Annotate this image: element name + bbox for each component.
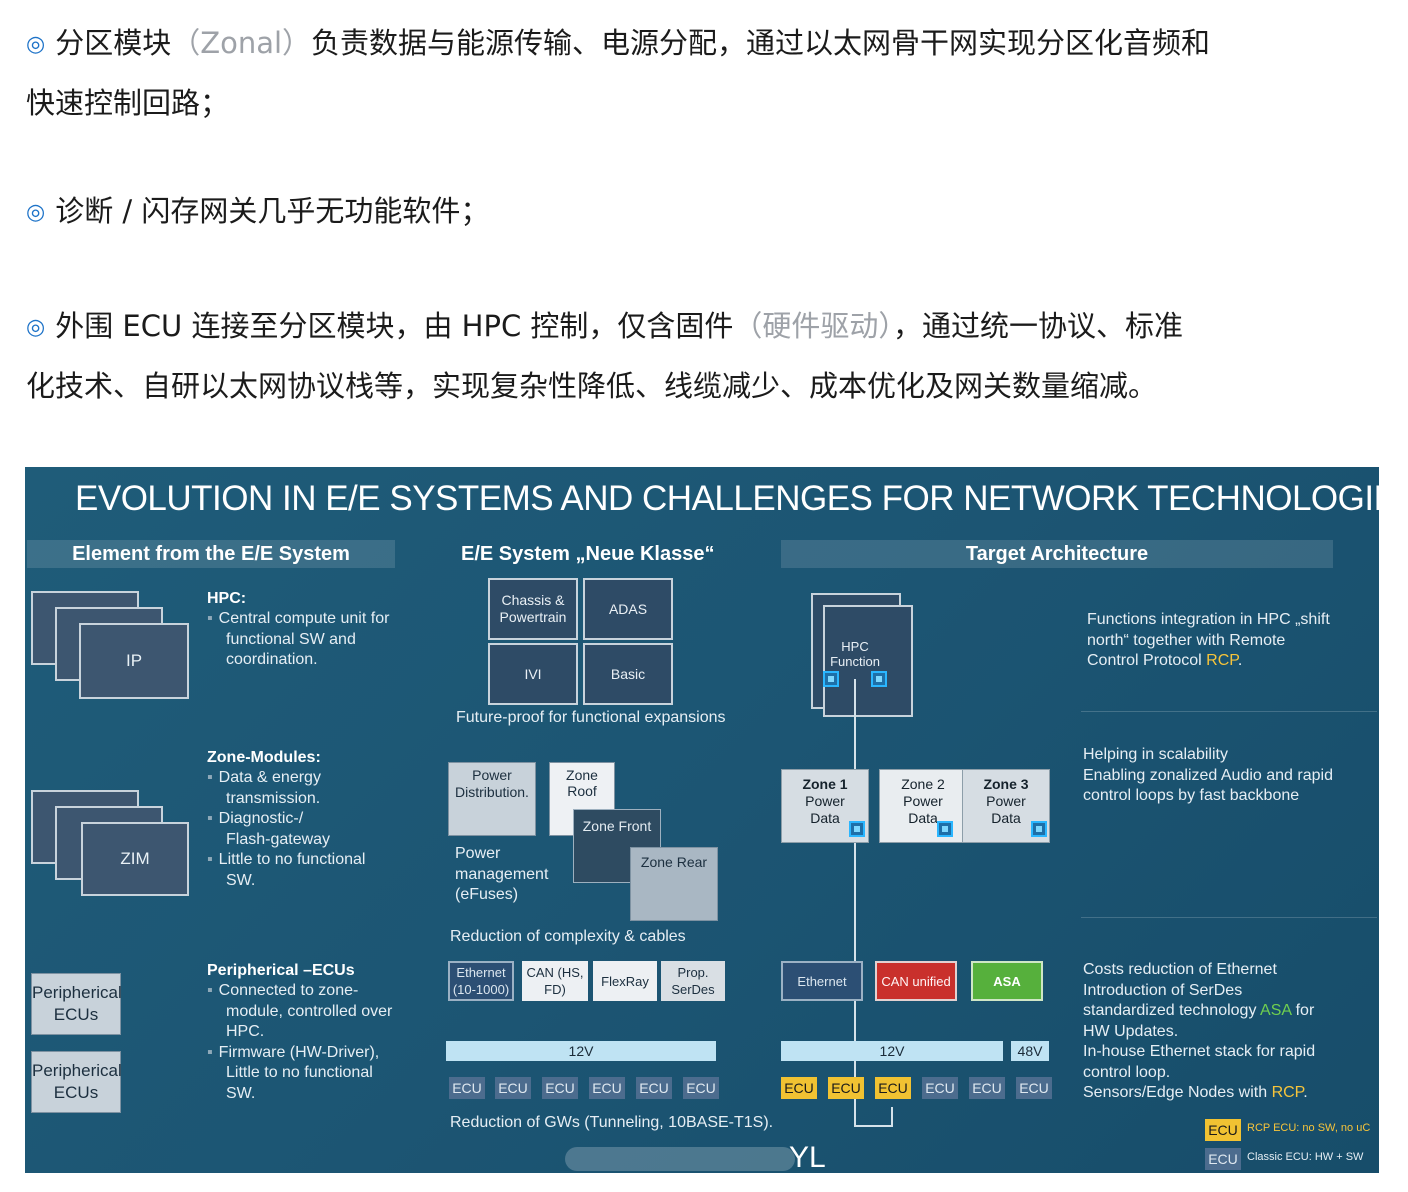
watermark-backdrop (565, 1147, 795, 1171)
watermark-text: YL (789, 1141, 826, 1173)
target-text-zones: Helping in scalability Enabling zonalize… (1083, 746, 1333, 804)
bullet-icon: ◎ (26, 200, 46, 225)
separator (1081, 711, 1377, 712)
zone2-card: Zone 2 Power Data (879, 769, 967, 843)
legend-rcp-text: RCP ECU: no SW, no uC (1247, 1122, 1371, 1134)
hpc-description: ▪Central compute unit for functional SW … (207, 610, 390, 668)
chip-icon (1031, 821, 1047, 837)
zone-modules-heading: Zone-Modules: (207, 749, 321, 766)
rcp-ecu-chip: ECU (875, 1077, 911, 1099)
ip-card: IP (79, 623, 189, 699)
protocol-ethernet: Ethernet (10-1000) (448, 961, 514, 1001)
backbone-connector-up (891, 1107, 893, 1127)
power-management-text: Power management (eFuses) (455, 845, 549, 903)
paragraph-diagnostic: ◎诊断 / 闪存网关几乎无功能软件； (26, 194, 490, 228)
backbone-connector (854, 1125, 892, 1127)
hpc-function-label: HPC Function (830, 639, 880, 669)
ecu-chip: ECU (683, 1077, 719, 1099)
protocol-asa: ASA (971, 961, 1043, 1001)
ecu-chip: ECU (969, 1077, 1005, 1099)
bullet-icon: ◎ (26, 32, 46, 57)
zim-card: ZIM (81, 822, 189, 896)
rcp-ecu-chip: ECU (828, 1077, 864, 1099)
bar-12v-target: 12V (781, 1041, 1003, 1061)
backbone-line (854, 679, 856, 1127)
peripherical-ecus-description: ▪Connected to zone- module, controlled o… (207, 982, 393, 1102)
zone-front-box: Zone Front (573, 809, 661, 883)
rcp-ecu-chip: ECU (781, 1077, 817, 1099)
paragraph-peripheral: ◎外围 ECU 连接至分区模块，由 HPC 控制，仅含固件（硬件驱动），通过统一… (26, 309, 1183, 403)
ivi-box: IVI (488, 643, 578, 705)
slide-title: EVOLUTION IN E/E SYSTEMS AND CHALLENGES … (75, 479, 1379, 518)
ecu-chip: ECU (449, 1077, 485, 1099)
col3-header: Target Architecture (781, 540, 1333, 568)
legend-classic-ecu: ECU (1205, 1148, 1241, 1170)
bullet-icon: ◎ (26, 315, 46, 340)
ee-evolution-slide: EVOLUTION IN E/E SYSTEMS AND CHALLENGES … (25, 467, 1379, 1173)
future-proof-caption: Future-proof for functional expansions (456, 709, 726, 726)
protocol-can: CAN (HS, FD) (522, 961, 588, 1001)
reduction-complexity-caption: Reduction of complexity & cables (450, 928, 686, 945)
col1-header: Element from the E/E System (27, 540, 395, 568)
legend-classic-text: Classic ECU: HW + SW (1247, 1151, 1364, 1163)
ecu-chip: ECU (542, 1077, 578, 1099)
ecu-chip: ECU (589, 1077, 625, 1099)
target-text-hpc: Functions integration in HPC „shift nort… (1087, 611, 1330, 669)
protocol-can-unified: CAN unified (875, 961, 957, 1001)
bar-12v-middle: 12V (446, 1041, 716, 1061)
separator (1081, 917, 1377, 918)
ecu-chip: ECU (636, 1077, 672, 1099)
basic-box: Basic (583, 643, 673, 705)
ecu-chip: ECU (1016, 1077, 1052, 1099)
chip-icon (937, 821, 953, 837)
ecu-chip: ECU (922, 1077, 958, 1099)
paragraph-zonal: ◎分区模块（Zonal）负责数据与能源传输、电源分配，通过以太网骨干网实现分区化… (26, 26, 1211, 120)
peripherical-ecus-box-2: Peripherical ECUs (31, 1051, 122, 1113)
target-text-network: Costs reduction of Ethernet Introduction… (1083, 961, 1316, 1101)
hpc-heading: HPC: (207, 590, 247, 607)
legend-rcp-ecu: ECU (1205, 1119, 1241, 1141)
chip-icon (823, 671, 839, 687)
chip-icon (849, 821, 865, 837)
power-distribution-box: Power Distribution. (448, 762, 536, 836)
ecu-chip: ECU (495, 1077, 531, 1099)
peripherical-ecus-heading: Peripherical –ECUs (207, 962, 355, 979)
reduction-gws-caption: Reduction of GWs (Tunneling, 10BASE-T1S)… (450, 1114, 774, 1131)
protocol-ethernet-target: Ethernet (781, 961, 863, 1001)
protocol-prop-serdes: Prop. SerDes (661, 961, 725, 1001)
protocol-flexray: FlexRay (593, 961, 657, 1001)
chip-icon (871, 671, 887, 687)
zone-modules-description: ▪Data & energy transmission. ▪Diagnostic… (207, 769, 366, 889)
hpc-function-card-mid (823, 605, 913, 717)
peripherical-ecus-box-1: Peripherical ECUs (31, 973, 122, 1035)
chassis-powertrain-box: Chassis & Powertrain (488, 578, 578, 640)
zone-rear-box: Zone Rear (630, 847, 718, 921)
adas-box: ADAS (583, 578, 673, 640)
col2-header: E/E System „Neue Klasse“ (461, 543, 715, 565)
bar-48v-target: 48V (1011, 1041, 1049, 1061)
